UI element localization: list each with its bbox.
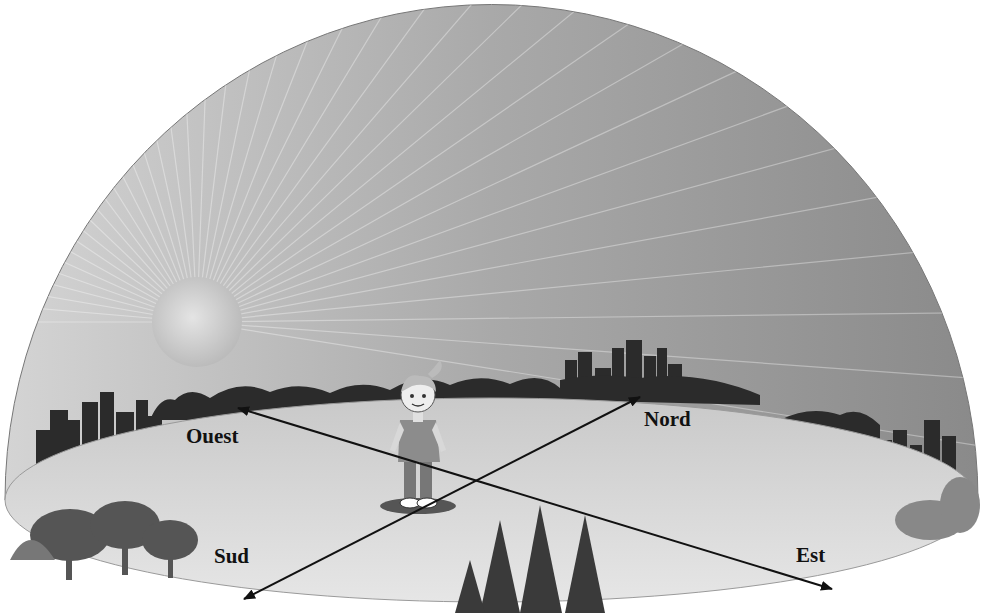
direction-label: Ouest [186, 425, 239, 448]
sun-ray [0, 0, 197, 322]
direction-label: Est [796, 544, 825, 567]
sun-ray [0, 46, 197, 322]
sun-ray [197, 0, 599, 322]
pine-trees [455, 505, 605, 613]
south-north-arrow [244, 397, 640, 599]
girl-figure [380, 360, 456, 514]
sun-ray [197, 0, 916, 322]
sun-ray [197, 0, 421, 322]
sun-ray [197, 216, 983, 322]
sun-ray [144, 0, 197, 322]
sun-ray [51, 0, 197, 322]
sun-ray [0, 0, 197, 322]
sun-ray [197, 0, 983, 322]
trees-left [10, 501, 198, 580]
direction-label: Sud [214, 545, 249, 568]
sun-ray [197, 0, 844, 322]
direction-label: Nord [644, 408, 691, 431]
sun-ray [0, 0, 197, 322]
west-east-arrow [238, 408, 832, 589]
sun-ray [197, 0, 983, 322]
sun-ray [197, 0, 983, 322]
sun-ray [197, 124, 983, 322]
sun-ray [197, 33, 983, 322]
sun-ray [0, 0, 197, 322]
sun [152, 277, 242, 367]
sun-ray [197, 0, 685, 322]
sun-ray [197, 0, 983, 322]
sun-ray [197, 0, 330, 322]
sun-ray [0, 0, 197, 322]
shrubs-right [895, 477, 980, 540]
sun-ray [197, 0, 983, 322]
sun-ray [197, 0, 983, 322]
sun-ray [197, 309, 983, 322]
sun-ray [197, 0, 512, 322]
